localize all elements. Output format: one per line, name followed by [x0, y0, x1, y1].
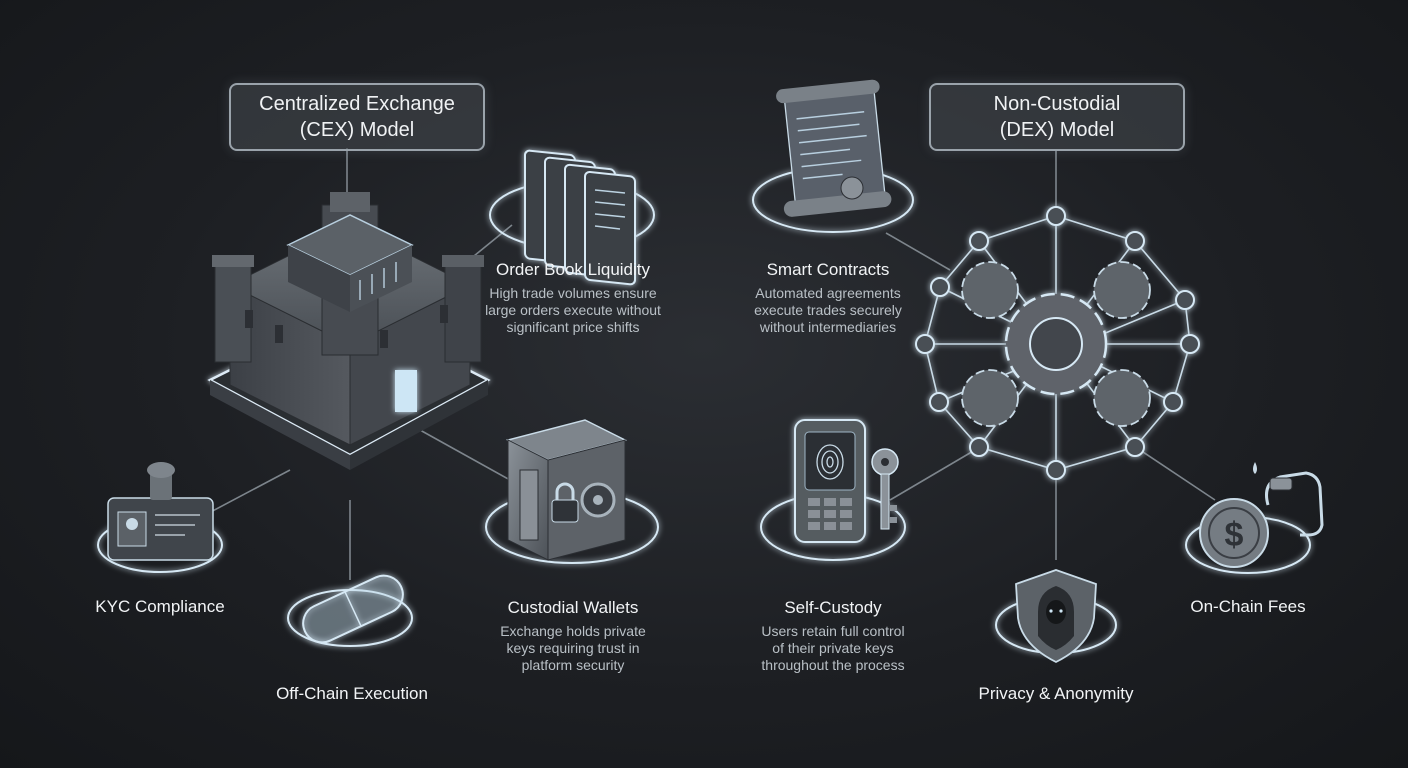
kyc-compliance-label: KYC Compliance: [95, 597, 225, 616]
on-chain-fees-label: On-Chain Fees: [1190, 597, 1306, 616]
fortress-icon: [207, 192, 491, 470]
dex-title-box: Non-Custodial (DEX) Model: [929, 83, 1185, 151]
order-book-desc: High trade volumes ensure large orders e…: [485, 285, 661, 335]
off-chain-execution-label: Off-Chain Execution: [276, 684, 428, 703]
coin-fuel-pump-icon: $: [1199, 462, 1324, 568]
dex-title-line2: (DEX) Model: [999, 119, 1115, 141]
smart-contracts-label: Smart Contracts: [766, 260, 890, 279]
gear-network-icon: [915, 206, 1200, 480]
smart-contracts-desc: Automated agreements execute trades secu…: [754, 285, 902, 335]
phone-fingerprint-key-icon: [794, 419, 899, 543]
contract-scroll-icon: [776, 79, 892, 217]
id-card-stamp-icon: [107, 462, 214, 561]
order-book-label: Order Book Liquidity: [495, 260, 651, 279]
cex-title-line2: (CEX) Model: [299, 119, 415, 141]
privacy-anonymity-label: Privacy & Anonymity: [978, 684, 1134, 703]
order-book-icon: [524, 149, 636, 286]
self-custody-desc: Users retain full control of their priva…: [761, 623, 905, 673]
custodial-wallets-desc: Exchange holds private keys requiring tr…: [500, 623, 646, 673]
custodial-wallets-label: Custodial Wallets: [507, 598, 639, 617]
pill-capsule-icon: [302, 574, 404, 644]
shield-hooded-figure-icon: [1015, 569, 1097, 664]
svg-text:$: $: [1225, 516, 1244, 554]
self-custody-label: Self-Custody: [784, 598, 882, 617]
cex-title-line1: Centralized Exchange: [259, 93, 455, 115]
vault-safe-icon: [505, 419, 628, 561]
cex-title-box: Centralized Exchange (CEX) Model: [229, 83, 485, 151]
dex-title-line1: Non-Custodial: [993, 93, 1121, 115]
